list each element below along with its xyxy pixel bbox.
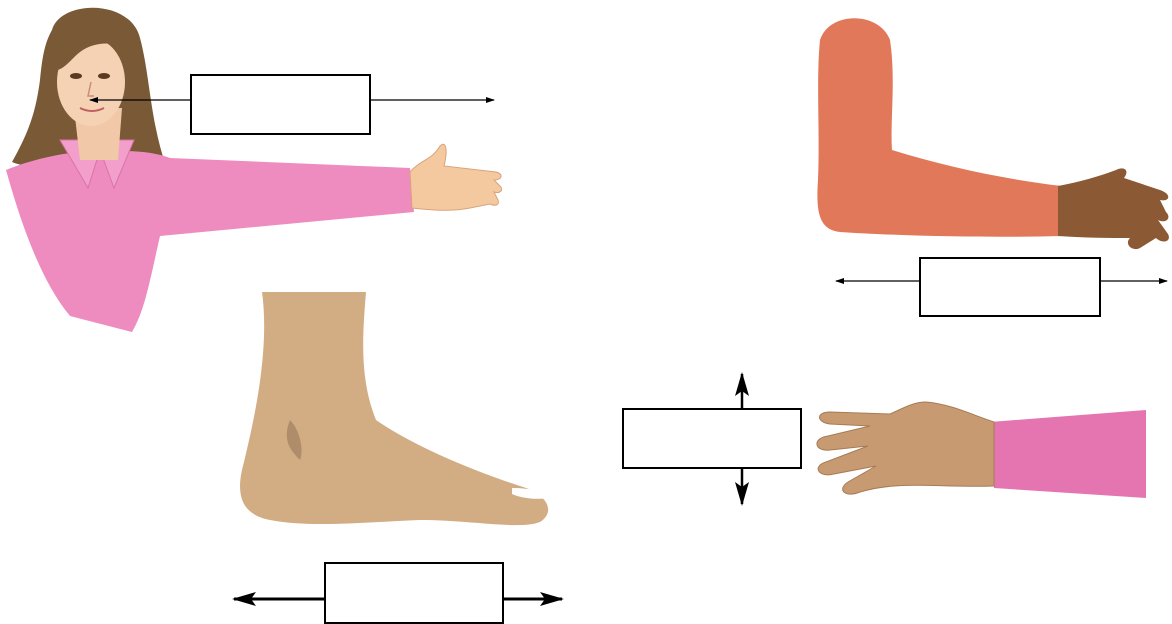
bent-arm-sleeve [817, 18, 1062, 237]
palm-hand [817, 402, 994, 494]
extended-hand [410, 144, 502, 210]
woman-figure [6, 8, 502, 332]
hand-figure [817, 402, 1146, 498]
face-label-box[interactable] [190, 74, 371, 135]
hand-label-box[interactable] [622, 408, 802, 469]
foot-label-box[interactable] [324, 562, 504, 624]
eye-left [70, 73, 82, 79]
bent-arm-figure [817, 18, 1169, 249]
foot-shape [240, 292, 548, 525]
eye-right [98, 73, 110, 79]
pink-cuff [990, 410, 1146, 498]
bent-arm-hand [1058, 168, 1169, 249]
foot-figure [240, 292, 548, 525]
arm-label-box[interactable] [919, 257, 1101, 317]
